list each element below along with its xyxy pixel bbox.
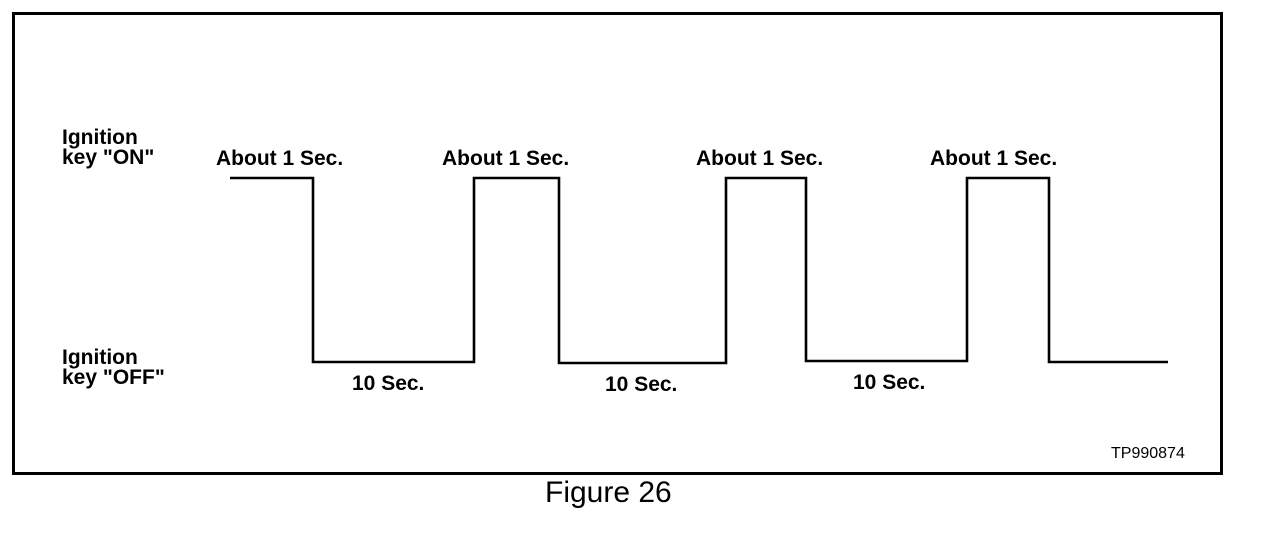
diagram-frame bbox=[12, 12, 1223, 475]
on-pulse-label-4: About 1 Sec. bbox=[930, 147, 1058, 170]
ignition-on-line1: Ignition bbox=[62, 126, 138, 149]
on-pulse-label-3: About 1 Sec. bbox=[696, 147, 824, 170]
figure-caption: Figure 26 bbox=[545, 476, 672, 509]
ignition-timing-signal bbox=[230, 176, 1168, 365]
off-interval-label-3: 10 Sec. bbox=[853, 371, 926, 394]
off-interval-label-1: 10 Sec. bbox=[352, 372, 425, 395]
on-pulse-label-1: About 1 Sec. bbox=[216, 147, 344, 170]
ignition-off-line2: key "OFF" bbox=[62, 366, 165, 389]
on-pulse-label-2: About 1 Sec. bbox=[442, 147, 570, 170]
figure-code: TP990874 bbox=[1111, 445, 1185, 462]
off-interval-label-2: 10 Sec. bbox=[605, 373, 678, 396]
ignition-off-label: Ignition key "OFF" bbox=[62, 346, 165, 389]
ignition-off-line1: Ignition bbox=[62, 346, 138, 369]
ignition-on-line2: key "ON" bbox=[62, 146, 155, 169]
ignition-on-label: Ignition key "ON" bbox=[62, 126, 155, 169]
